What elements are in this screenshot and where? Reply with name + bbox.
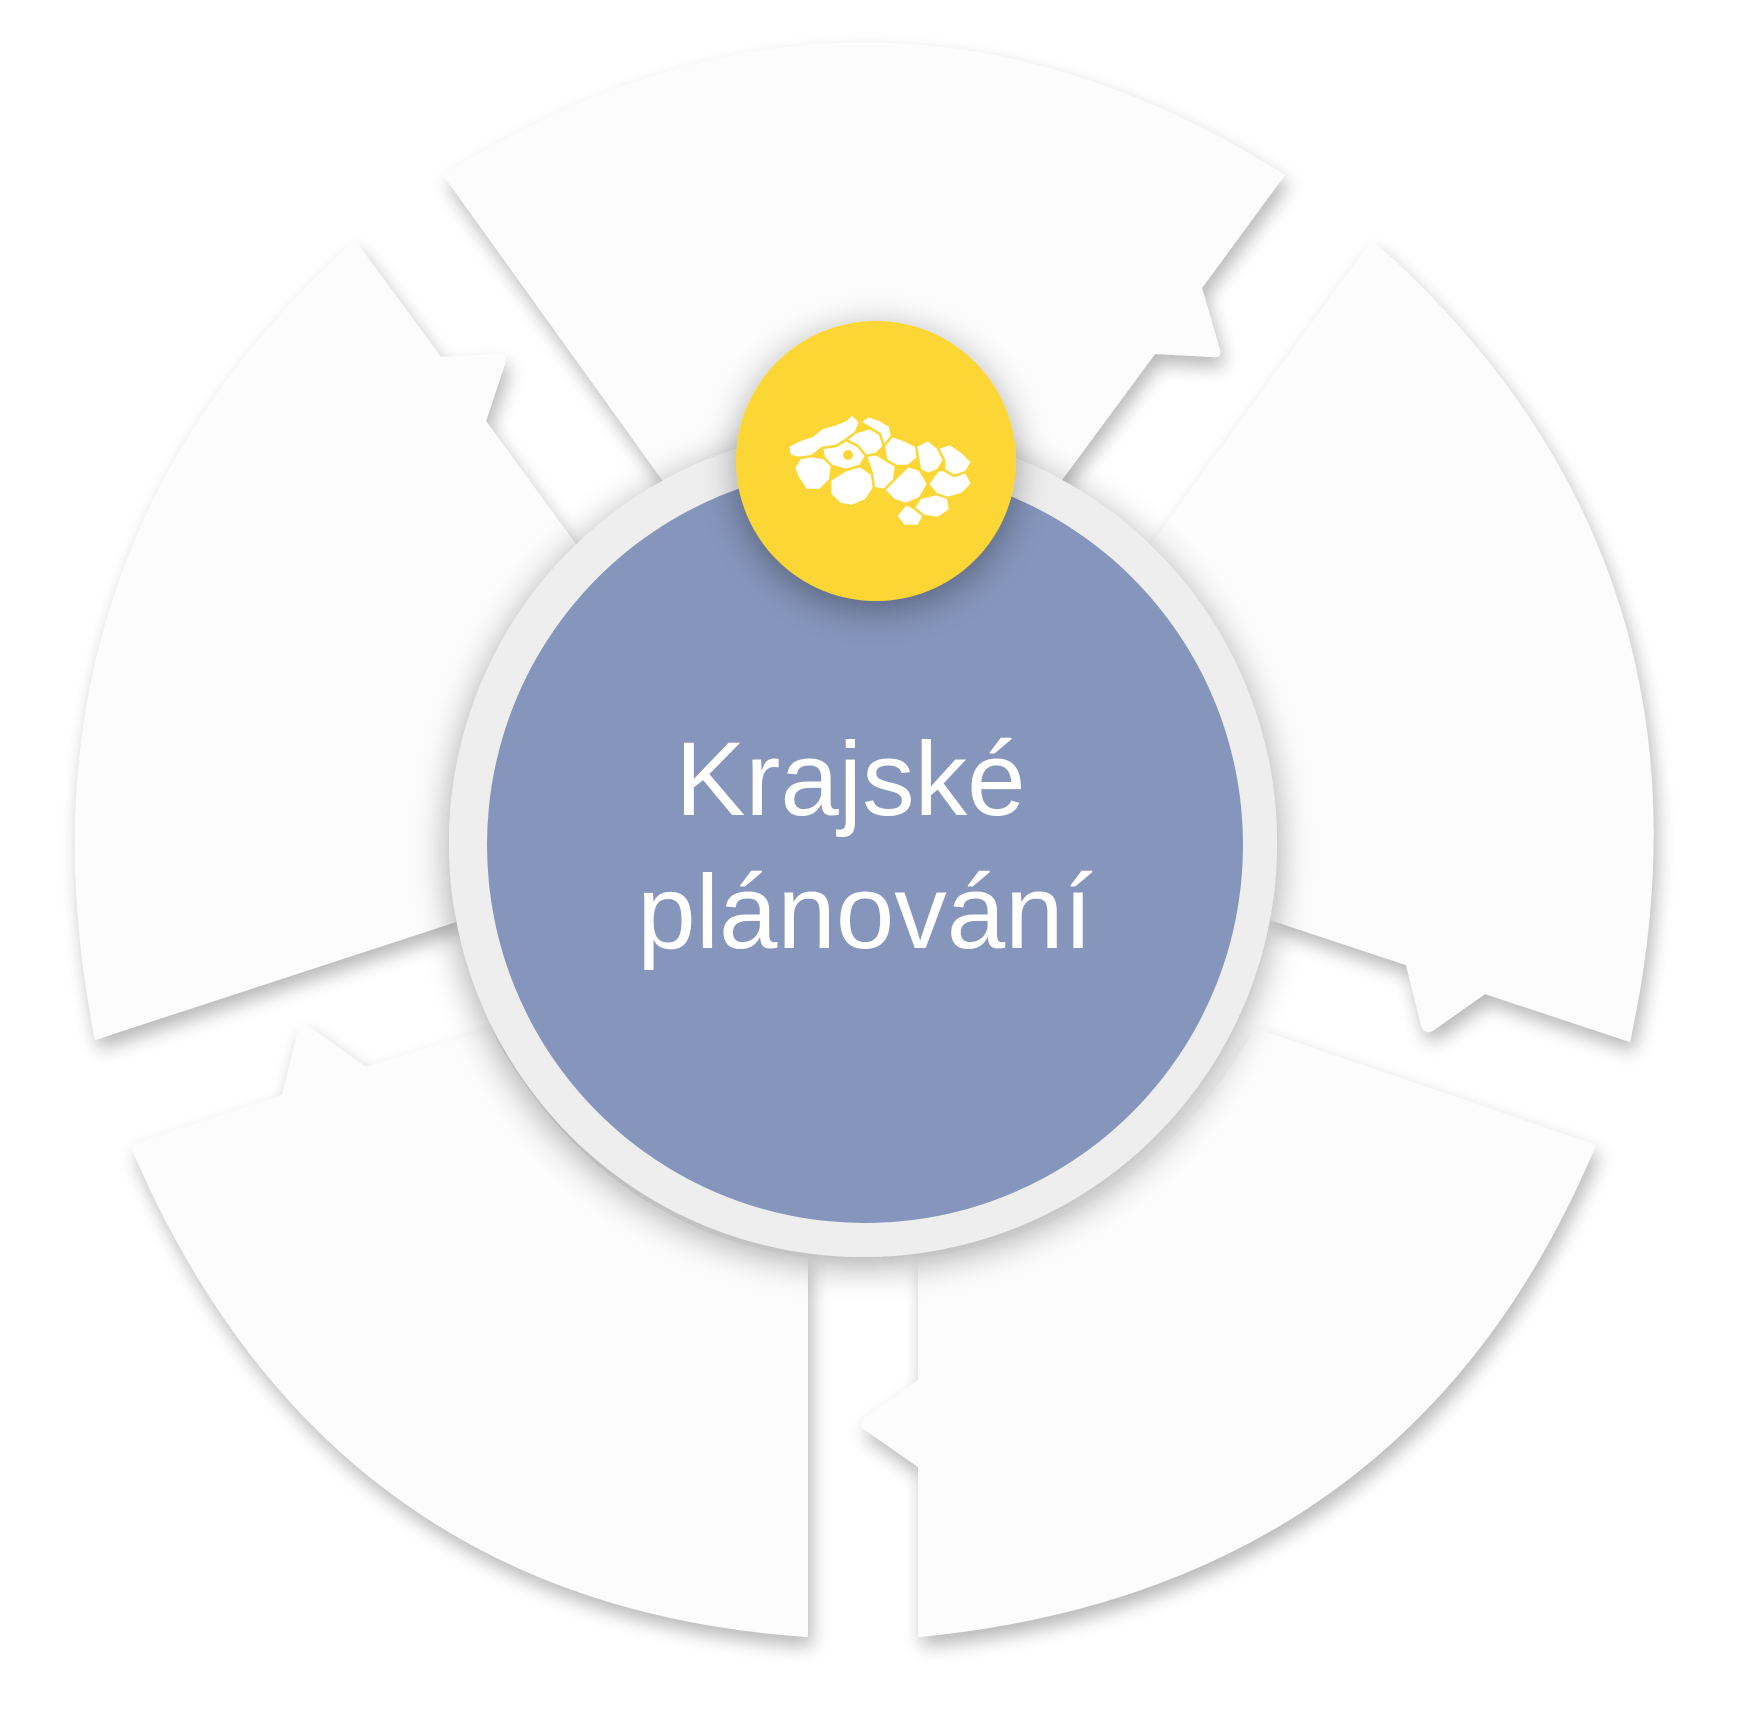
cycle-segment-lower-left bbox=[130, 1024, 808, 1637]
cycle-segments bbox=[74, 42, 1654, 1637]
cycle-segment-lower-right bbox=[860, 1028, 1596, 1637]
cycle-segment-upper-left bbox=[74, 240, 578, 1040]
center-title-line-2: plánování bbox=[637, 854, 1092, 971]
badge bbox=[736, 321, 1016, 601]
cycle-segment-top bbox=[443, 42, 1285, 484]
center-node: Krajské plánování bbox=[449, 429, 1277, 1257]
czech-regions-map-icon bbox=[786, 412, 974, 528]
center-circle bbox=[487, 467, 1243, 1223]
center-title: Krajské plánování bbox=[637, 721, 1092, 971]
center-title-line-1: Krajské bbox=[675, 721, 1025, 838]
